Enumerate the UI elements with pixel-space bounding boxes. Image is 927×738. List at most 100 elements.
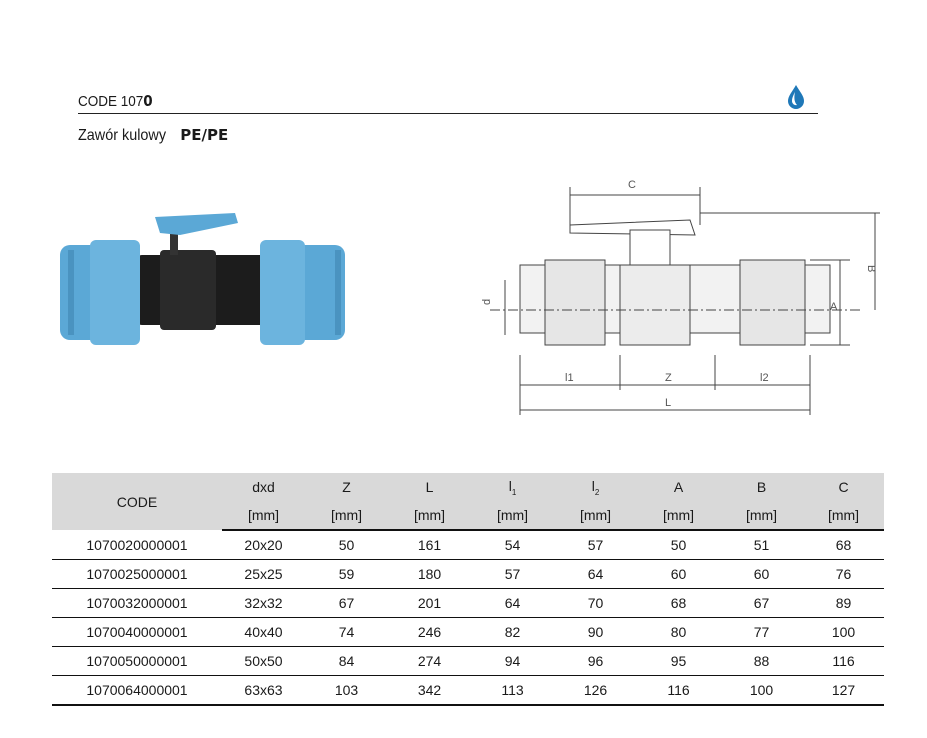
column-unit: [mm] — [637, 501, 720, 531]
column-unit: [mm] — [803, 501, 884, 531]
ball-valve-photo — [60, 213, 345, 345]
code-suffix: 0 — [143, 92, 153, 110]
table-cell: 127 — [803, 675, 884, 706]
table-cell: 67 — [305, 588, 388, 618]
column-subscript: 2 — [594, 487, 600, 497]
table-cell: 100 — [803, 617, 884, 647]
column-unit: [mm] — [554, 501, 637, 531]
column-unit: [mm] — [720, 501, 803, 531]
column-name: C — [838, 479, 849, 495]
table-cell: 88 — [720, 646, 803, 676]
column-header: CODE — [52, 473, 222, 530]
table-cell: 113 — [471, 675, 554, 706]
table-cell: 50x50 — [222, 646, 305, 676]
table-cell: 57 — [471, 559, 554, 589]
table-cell: 20x20 — [222, 530, 305, 560]
table-cell: 161 — [388, 530, 471, 560]
table-cell: 1070020000001 — [52, 530, 222, 560]
table-cell: 77 — [720, 617, 803, 647]
product-subtitle: Zawór kulowy PE/PE — [78, 126, 228, 145]
column-header: dxd — [222, 473, 305, 501]
table-cell: 40x40 — [222, 617, 305, 647]
column-unit: [mm] — [222, 501, 305, 531]
table-cell: 63x63 — [222, 675, 305, 706]
dim-label-l: L — [665, 397, 671, 409]
column-unit: [mm] — [305, 501, 388, 531]
table-cell: 96 — [554, 646, 637, 676]
column-header: C — [803, 473, 884, 501]
column-header: l1 — [471, 473, 554, 501]
table-cell: 95 — [637, 646, 720, 676]
water-drop-logo-icon — [788, 85, 804, 109]
dim-label-l1: l1 — [565, 372, 574, 384]
column-header: l2 — [554, 473, 637, 501]
dim-label-a: A — [830, 301, 838, 313]
table-cell: 1070064000001 — [52, 675, 222, 706]
table-cell: 67 — [720, 588, 803, 618]
table-cell: 1070050000001 — [52, 646, 222, 676]
table-cell: 100 — [720, 675, 803, 706]
column-name: Z — [342, 479, 351, 495]
dim-label-b: B — [865, 265, 877, 272]
table-cell: 126 — [554, 675, 637, 706]
table-cell: 180 — [388, 559, 471, 589]
code-prefix: CODE 107 — [78, 93, 144, 110]
table-cell: 246 — [388, 617, 471, 647]
column-name: L — [425, 479, 434, 495]
dim-label-z: Z — [665, 372, 672, 384]
table-cell: 51 — [720, 530, 803, 560]
column-header: L — [388, 473, 471, 501]
column-unit: [mm] — [388, 501, 471, 531]
table-cell: 89 — [803, 588, 884, 618]
table-cell: 50 — [637, 530, 720, 560]
table-cell: 60 — [720, 559, 803, 589]
table-cell: 50 — [305, 530, 388, 560]
table-cell: 68 — [637, 588, 720, 618]
dim-label-d: d — [481, 299, 493, 305]
table-cell: 64 — [471, 588, 554, 618]
column-subscript: 1 — [511, 487, 517, 497]
column-name: l — [591, 477, 595, 494]
table-cell: 116 — [803, 646, 884, 676]
table-cell: 84 — [305, 646, 388, 676]
subtitle-text: Zawór kulowy — [78, 127, 167, 144]
column-name: dxd — [252, 479, 275, 495]
column-name: l — [508, 477, 512, 494]
column-unit: [mm] — [471, 501, 554, 531]
column-name: CODE — [116, 493, 158, 510]
table-cell: 201 — [388, 588, 471, 618]
table-cell: 25x25 — [222, 559, 305, 589]
subtitle-material: PE/PE — [180, 126, 229, 144]
dim-label-l2: l2 — [760, 372, 769, 384]
column-header: A — [637, 473, 720, 501]
column-name: A — [673, 479, 684, 495]
page-title: CODE 1070 — [78, 92, 153, 110]
table-cell: 1070025000001 — [52, 559, 222, 589]
table-cell: 57 — [554, 530, 637, 560]
table-cell: 74 — [305, 617, 388, 647]
column-header: Z — [305, 473, 388, 501]
table-cell: 274 — [388, 646, 471, 676]
title-divider — [78, 113, 818, 114]
table-cell: 82 — [471, 617, 554, 647]
table-cell: 54 — [471, 530, 554, 560]
technical-drawing: C B A d l1 Z l2 L — [481, 179, 880, 415]
column-name: B — [756, 479, 767, 495]
table-cell: 1070032000001 — [52, 588, 222, 618]
dim-label-c: C — [628, 179, 636, 191]
table-cell: 64 — [554, 559, 637, 589]
table-cell: 32x32 — [222, 588, 305, 618]
table-cell: 76 — [803, 559, 884, 589]
table-cell: 90 — [554, 617, 637, 647]
table-cell: 80 — [637, 617, 720, 647]
table-cell: 60 — [637, 559, 720, 589]
table-cell: 103 — [305, 675, 388, 706]
table-cell: 1070040000001 — [52, 617, 222, 647]
